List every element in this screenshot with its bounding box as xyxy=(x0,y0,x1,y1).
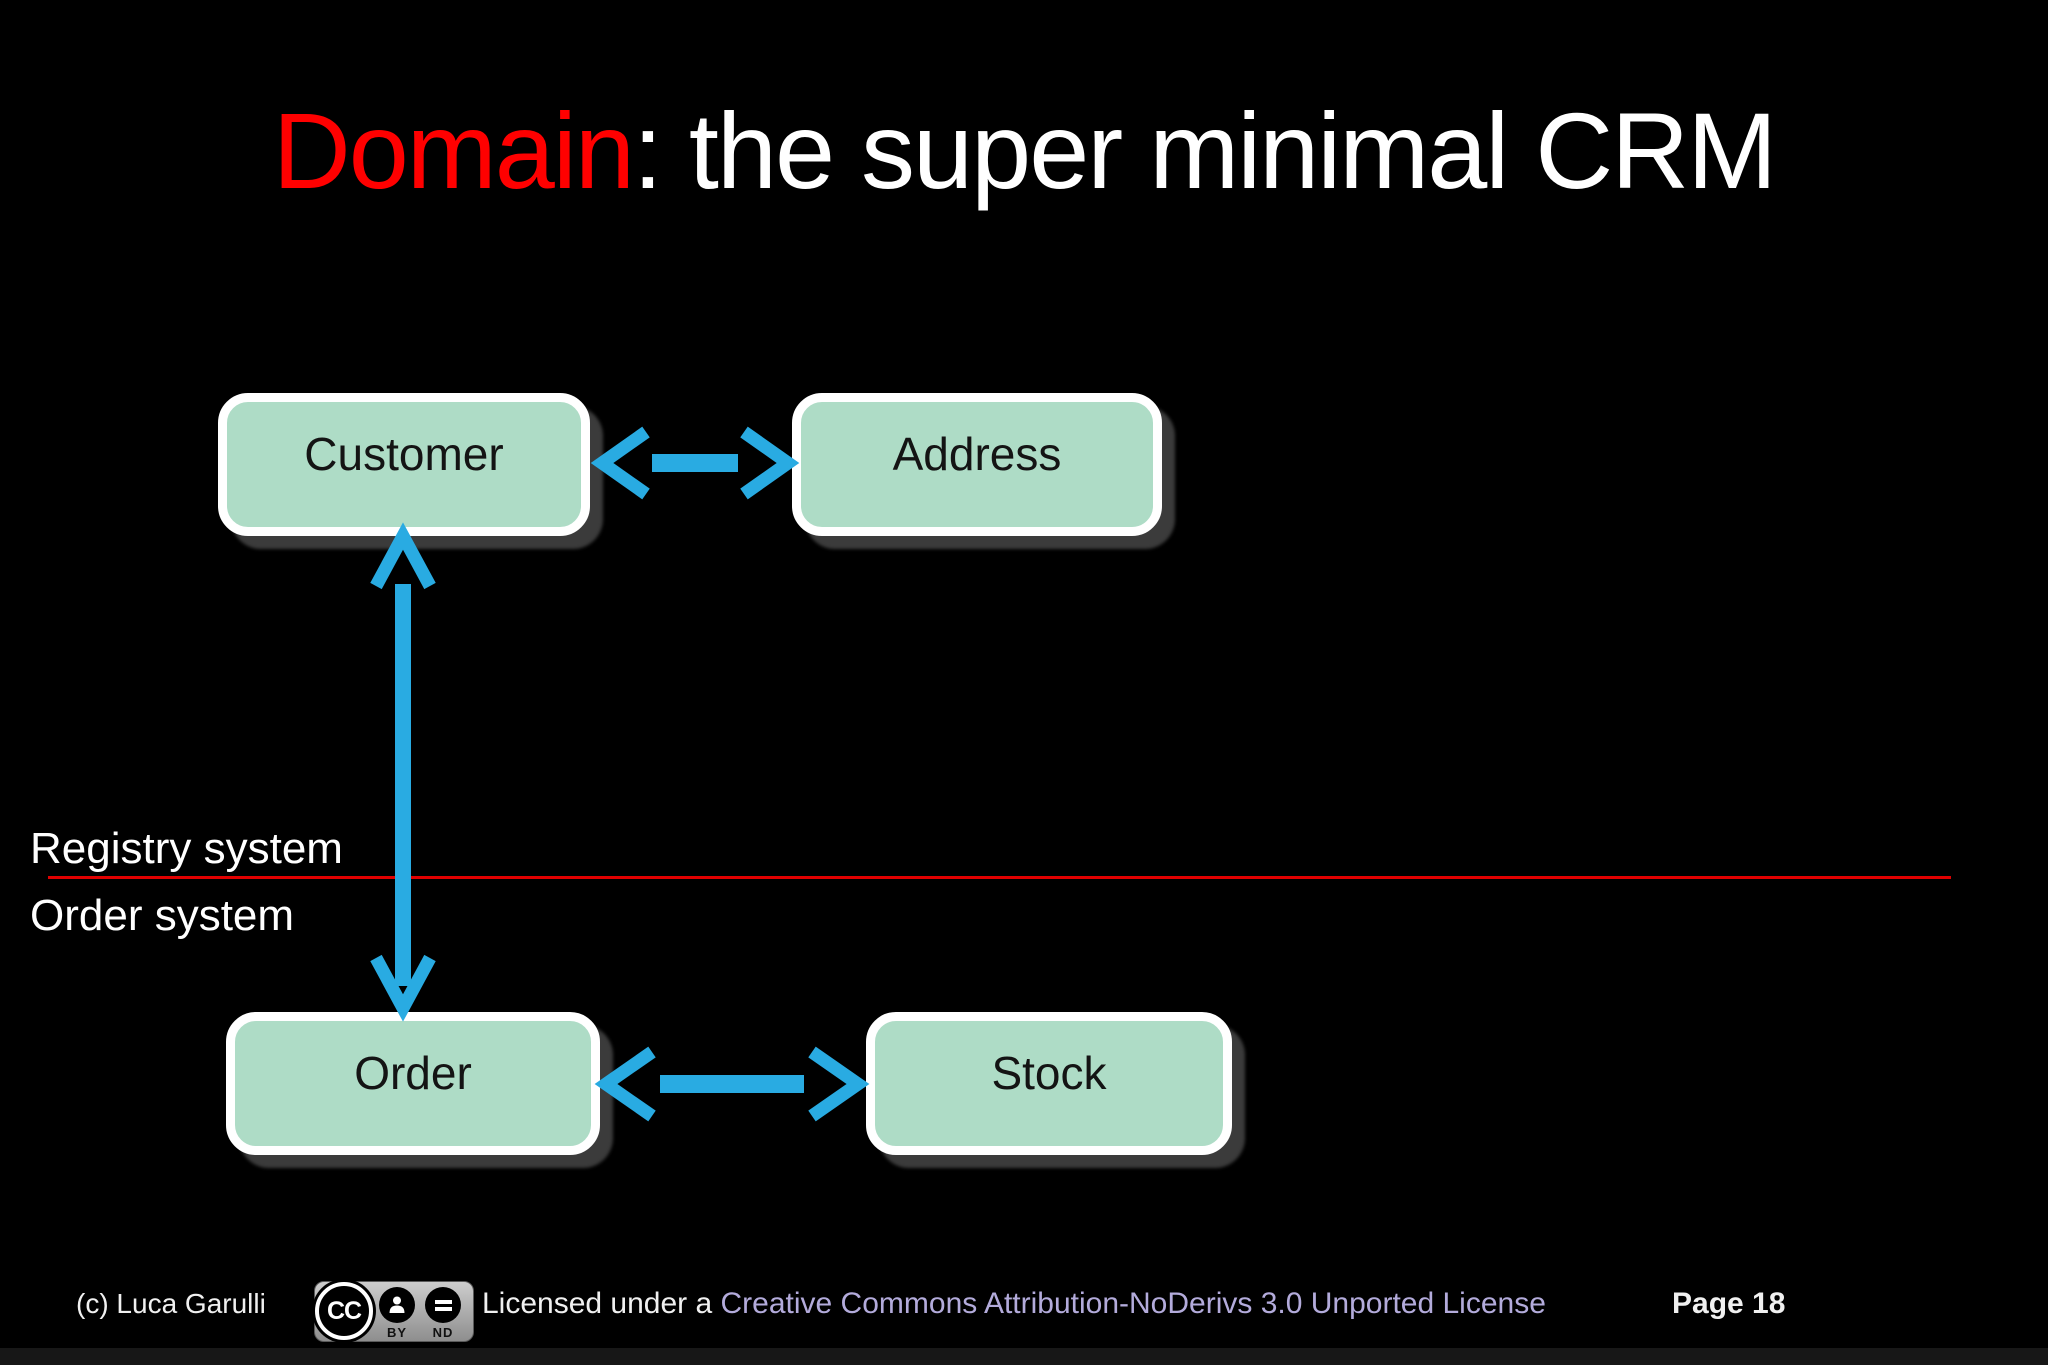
entity-box-address: Address xyxy=(792,393,1162,536)
cc-license-badge: CC BY ND xyxy=(314,1281,474,1342)
license-link[interactable]: Creative Commons Attribution-NoDerivs 3.… xyxy=(720,1287,1546,1320)
page-number: Page 18 xyxy=(1672,1287,1786,1320)
title-rest: : the super minimal CRM xyxy=(632,90,1777,211)
page-title: Domain: the super minimal CRM xyxy=(0,88,2048,213)
title-highlight: Domain xyxy=(272,90,635,211)
entity-box-customer: Customer xyxy=(218,393,590,536)
arrow-customer-address xyxy=(590,426,800,500)
entity-box-order: Order xyxy=(226,1012,600,1155)
cc-logo-icon: CC xyxy=(315,1282,373,1340)
arrow-customer-order xyxy=(370,522,436,1022)
cc-by-person-icon xyxy=(379,1287,415,1323)
license-line: Licensed under a Creative Commons Attrib… xyxy=(482,1286,1546,1322)
cc-nd-equals-icon xyxy=(425,1287,461,1323)
cc-by-label: BY xyxy=(386,1325,408,1340)
license-prefix: Licensed under a xyxy=(482,1287,721,1320)
entity-label-order: Order xyxy=(354,1047,472,1099)
copyright-text: (c) Luca Garulli xyxy=(76,1288,266,1319)
entity-label-address: Address xyxy=(892,428,1062,480)
registry-system-label: Registry system xyxy=(30,824,343,873)
bottom-strip xyxy=(0,1348,2048,1365)
cc-nd-label: ND xyxy=(432,1325,454,1340)
entity-box-stock: Stock xyxy=(866,1012,1232,1155)
arrow-order-stock xyxy=(594,1046,870,1122)
entity-label-customer: Customer xyxy=(304,428,504,480)
entity-label-stock: Stock xyxy=(991,1047,1107,1099)
order-system-label: Order system xyxy=(30,891,295,940)
system-divider-line xyxy=(48,876,1951,879)
